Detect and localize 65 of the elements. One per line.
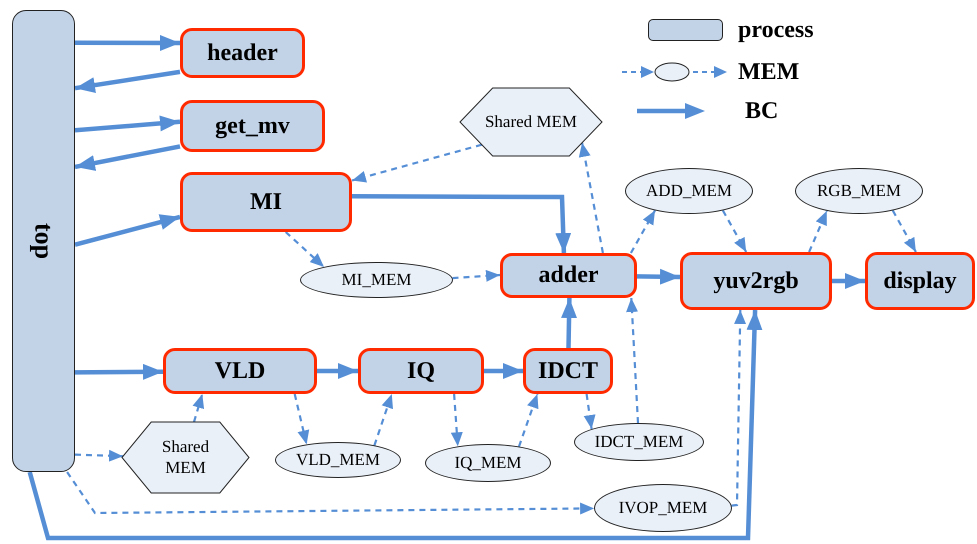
- arrow: [484, 363, 523, 379]
- process-box: [680, 252, 832, 310]
- node-label: Shared MEM: [484, 112, 578, 132]
- process-box: [865, 252, 975, 310]
- node-label: top: [28, 222, 58, 260]
- process-box: [163, 348, 317, 394]
- process-box: [180, 28, 305, 78]
- node-label: MI_MEM: [342, 270, 412, 290]
- dashed-arrow: [284, 231, 325, 268]
- arrow: [74, 364, 164, 380]
- node-label: IDCT: [538, 358, 598, 384]
- process-box: [180, 100, 325, 152]
- dashed-arrow: [450, 394, 463, 446]
- node-label: IVOP_MEM: [618, 498, 708, 518]
- arrow: [75, 34, 180, 51]
- top-bar: [12, 10, 75, 472]
- process-box: [500, 253, 637, 298]
- legend-label: BC: [745, 99, 778, 123]
- legend-label: process: [738, 18, 814, 42]
- dashed-arrow: [373, 394, 393, 446]
- dashed-arrow: [808, 210, 828, 252]
- node-label: MI: [250, 188, 282, 216]
- arrow: [636, 268, 680, 285]
- node-label: IDCT_MEM: [594, 432, 684, 452]
- dashed-arrow: [74, 450, 124, 462]
- node-label: yuv2rgb: [713, 268, 799, 294]
- dashed-arrow: [731, 310, 746, 507]
- arrow: [74, 115, 180, 133]
- dashed-arrow: [892, 210, 917, 253]
- arrow: [74, 70, 180, 94]
- node-label: header: [207, 40, 278, 66]
- arrow: [28, 310, 762, 540]
- dashed-arrow: [352, 144, 482, 183]
- arrow: [74, 144, 180, 171]
- dashed-arrow: [584, 394, 596, 430]
- dashed-arrow: [626, 298, 640, 424]
- node-label: adder: [538, 262, 598, 289]
- shared-memory-hexagon: [460, 88, 602, 156]
- shared-memory-hexagon: [122, 422, 249, 493]
- node-label: IQ: [406, 358, 435, 384]
- process-box: [523, 348, 613, 394]
- dashed-arrow: [192, 394, 204, 422]
- legend-label: MEM: [738, 60, 800, 84]
- dashed-arrow: [722, 210, 748, 253]
- arrow: [74, 214, 181, 247]
- node-label: VLD: [214, 358, 266, 384]
- node-label: RGB_MEM: [816, 181, 902, 201]
- arrow: [317, 363, 358, 379]
- node-label: VLD_MEM: [296, 450, 380, 470]
- node-label: get_mv: [215, 112, 290, 140]
- dashed-arrow: [452, 270, 500, 282]
- node-label: display: [883, 268, 957, 294]
- dashed-arrow: [578, 142, 604, 254]
- node-label: ADD_MEM: [646, 181, 732, 201]
- arrow: [561, 298, 578, 348]
- dashed-arrow: [630, 210, 656, 254]
- arrow: [352, 194, 572, 254]
- node-label: Shared MEM: [160, 437, 210, 478]
- node-label: IQ_MEM: [454, 453, 522, 473]
- arrow: [832, 273, 865, 289]
- dashed-arrow: [66, 471, 594, 515]
- dashed-arrow: [294, 394, 310, 445]
- process-box: [180, 172, 352, 232]
- dashed-arrow: [518, 394, 538, 447]
- process-box: [358, 348, 484, 394]
